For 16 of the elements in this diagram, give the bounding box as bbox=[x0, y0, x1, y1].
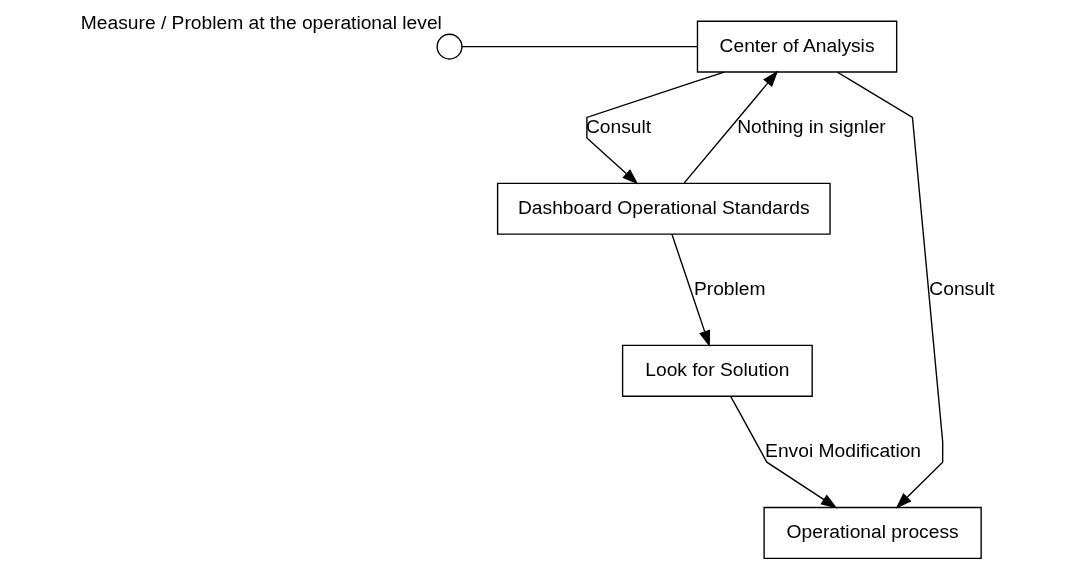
node-box: Look for Solution bbox=[621, 344, 813, 397]
node-circle bbox=[435, 33, 463, 60]
edge-label: Nothing in signler bbox=[736, 115, 886, 137]
edge-label: Problem bbox=[693, 277, 766, 299]
node-box: Dashboard Operational Standards bbox=[496, 182, 831, 235]
node-label: Measure / Problem at the operational level bbox=[80, 12, 442, 34]
node-box: Center of Analysis bbox=[696, 20, 897, 73]
node-box: Operational process bbox=[762, 506, 982, 559]
arrow bbox=[683, 70, 778, 184]
connector bbox=[460, 45, 698, 48]
arrow bbox=[670, 233, 710, 347]
arrow bbox=[836, 71, 943, 509]
edge-label: Consult bbox=[928, 277, 994, 299]
arrow bbox=[729, 395, 837, 509]
arrow bbox=[585, 71, 725, 185]
edge-label: Envoi Modification bbox=[764, 439, 921, 461]
